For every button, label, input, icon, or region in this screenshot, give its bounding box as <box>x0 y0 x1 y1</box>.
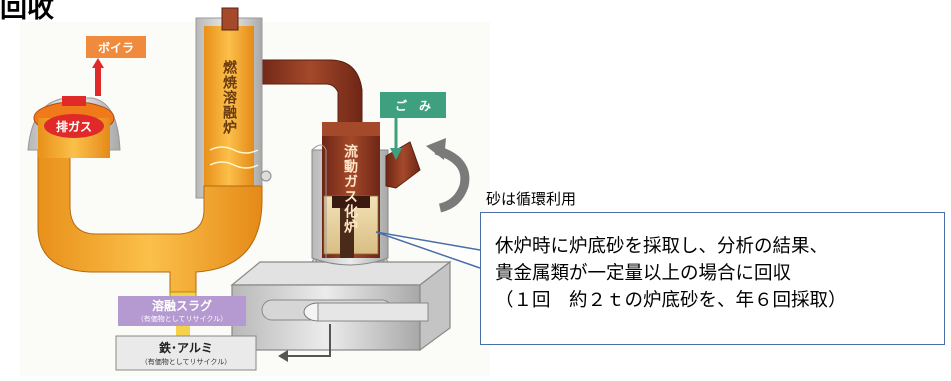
exhaust-label-box <box>44 114 104 138</box>
metal-label: 鉄･アルミ <box>159 340 213 355</box>
callout-line-1: 休炉時に炉底砂を採取し、分析の結果、 <box>495 236 829 257</box>
connecting-duct <box>257 59 380 136</box>
metal-sublabel: （有価物としてリサイクル） <box>141 357 231 366</box>
recycle-arrow-icon <box>426 138 470 213</box>
slag-label-box <box>118 296 246 326</box>
melting-furnace <box>195 7 272 199</box>
exhaust-label: 排ガス <box>56 119 92 134</box>
metal-output-arrow <box>278 324 331 362</box>
callout-box: 休炉時に炉底砂を採取し、分析の結果、 貴金属類が一定量以上の場合に回収 （１回 … <box>480 212 945 345</box>
slag-sublabel: （有価物としてリサイクル） <box>137 314 227 323</box>
separator-unit <box>230 260 452 352</box>
page-title: 回收 <box>0 0 54 24</box>
callout-line-3: （１回 約２ｔの炉底砂を、年６回採取） <box>495 290 847 311</box>
callout-line-2: 貴金属類が一定量以上の場合に回収 <box>495 263 792 284</box>
callout-text: 休炉時に炉底砂を採取し、分析の結果、 貴金属類が一定量以上の場合に回収 （１回 … <box>495 233 847 314</box>
waste-label-box <box>380 92 446 118</box>
melting-furnace-label: 燃焼溶融炉 <box>221 59 237 135</box>
boiler-label: ボイラ <box>98 40 134 55</box>
callout-pointer <box>375 231 481 269</box>
metal-label-box <box>115 335 257 371</box>
sand-recycle-label: 砂は循環利用 <box>486 190 577 208</box>
waste-feed-chute <box>385 118 421 189</box>
slag-label: 溶融スラグ <box>152 298 212 313</box>
gasifier-label: 流動ガス化炉 <box>342 143 358 234</box>
gasifier-furnace <box>311 128 389 266</box>
waste-label: ご み <box>395 98 431 113</box>
boiler-label-box <box>86 36 146 58</box>
